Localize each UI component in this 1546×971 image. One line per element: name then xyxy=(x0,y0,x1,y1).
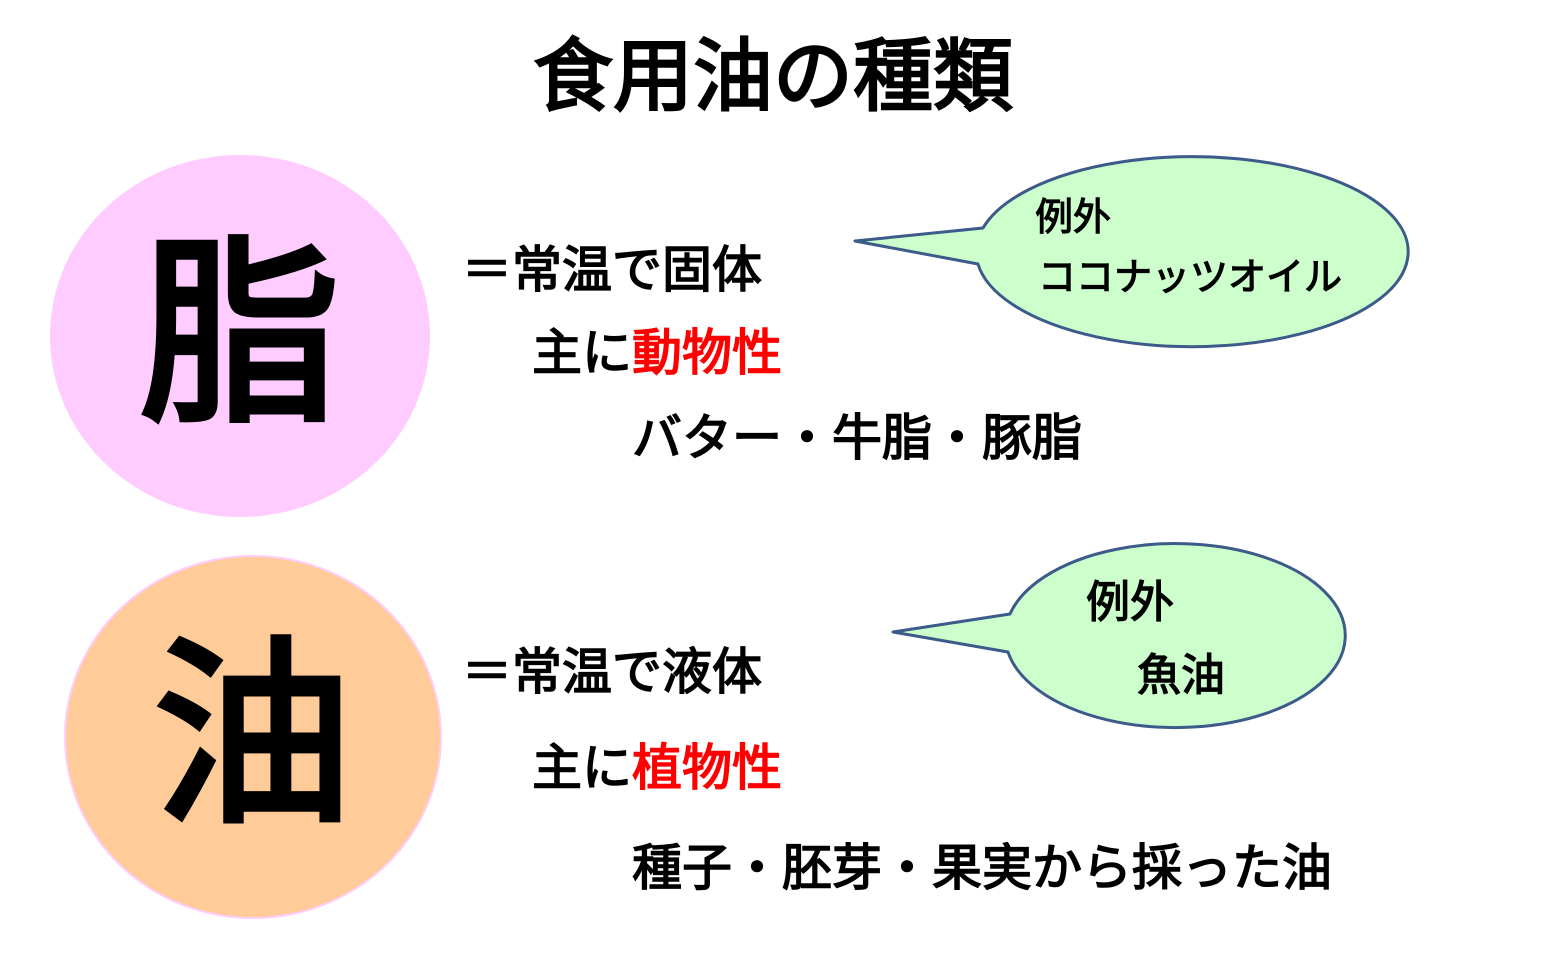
fat-circle: 脂 xyxy=(50,155,430,517)
fat-examples: バター・牛脂・豚脂 xyxy=(632,409,1082,467)
oil-char: 油 xyxy=(152,620,353,853)
fat-callout-value: ココナッツオイル xyxy=(1038,255,1343,299)
oil-origin: 主に植物性 xyxy=(532,738,782,798)
fat-callout-bubble xyxy=(853,155,1410,349)
oil-callout-value: 魚油 xyxy=(1137,650,1225,701)
oil-origin-prefix: 主に xyxy=(532,739,632,797)
oil-definition: ＝常温で液体 xyxy=(462,643,762,701)
fat-callout-label: 例外 xyxy=(1035,195,1112,239)
oil-callout-bubble xyxy=(891,542,1347,730)
fat-origin-prefix: 主に xyxy=(532,324,632,382)
fat-definition: ＝常温で固体 xyxy=(462,241,762,299)
oil-callout-label: 例外 xyxy=(1086,577,1174,628)
oil-examples: 種子・胚芽・果実から採った油 xyxy=(632,839,1332,897)
oil-origin-highlight: 植物性 xyxy=(632,739,782,797)
fat-origin-highlight: 動物性 xyxy=(632,324,782,382)
fat-char: 脂 xyxy=(139,219,340,452)
fat-origin: 主に動物性 xyxy=(532,323,782,383)
page-title: 食用油の種類 xyxy=(533,30,1013,123)
oil-circle: 油 xyxy=(66,557,440,917)
